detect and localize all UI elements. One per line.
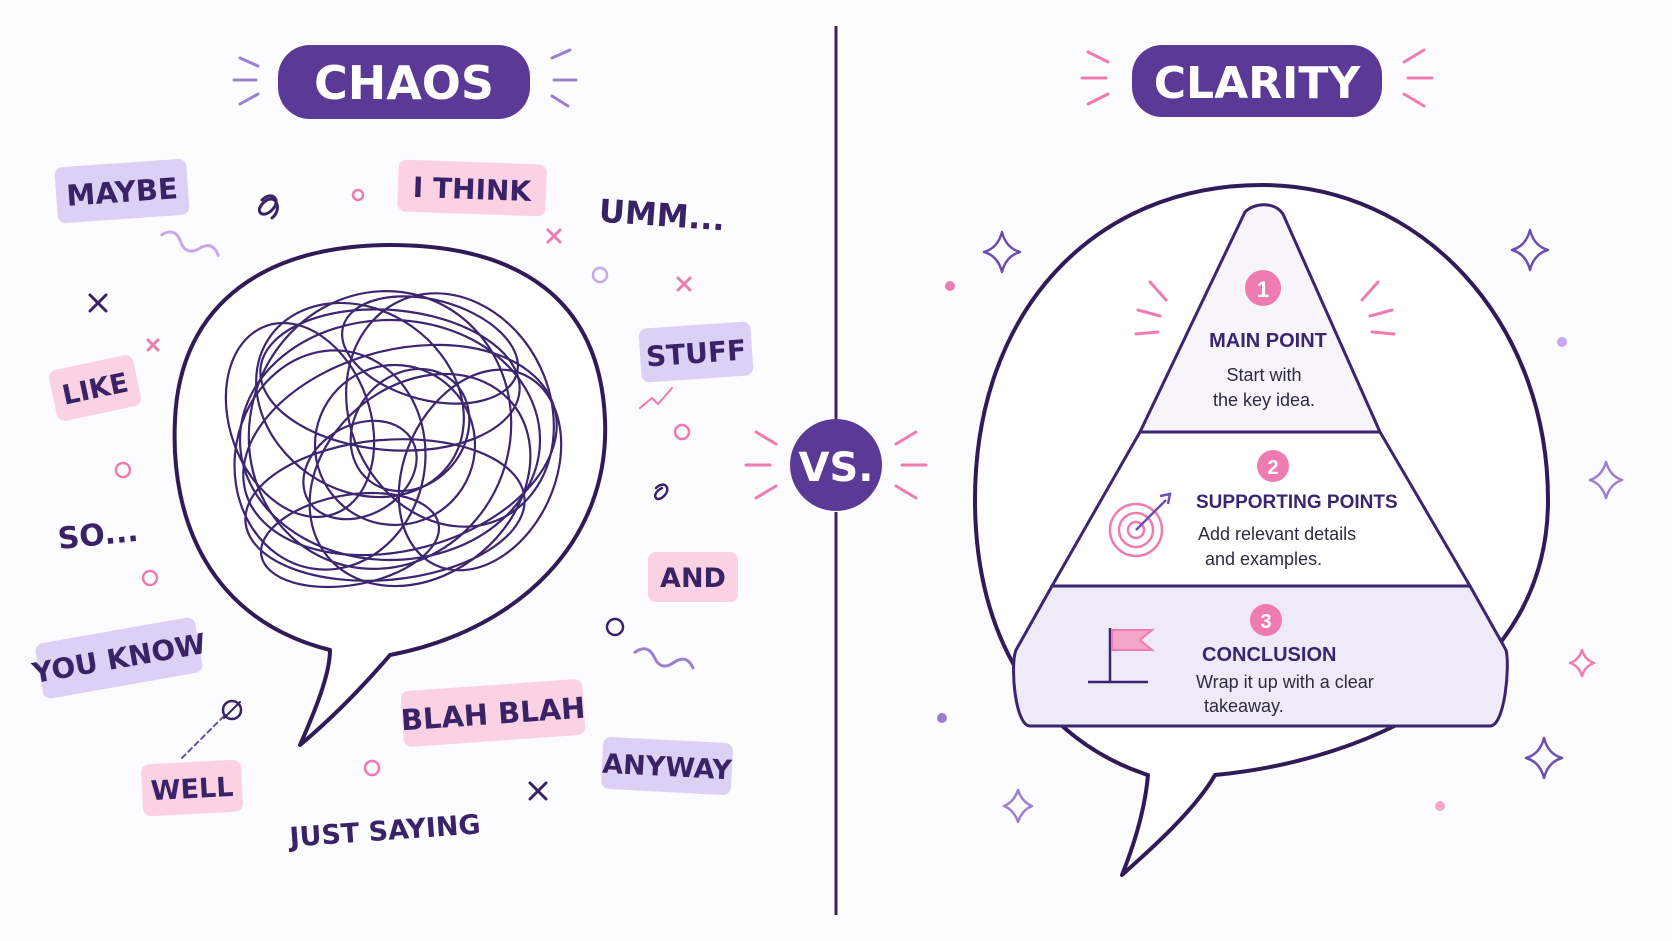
chaos-title: CHAOS: [314, 56, 494, 110]
tier-2-line-2: and examples.: [1205, 549, 1322, 569]
pyramid-tier-1: [1138, 203, 1382, 434]
vs-label: VS.: [799, 445, 874, 491]
word-i-think: I THINK: [397, 159, 547, 217]
tier-1-number: 1: [1257, 277, 1269, 302]
sparkle-icon: [1510, 228, 1550, 272]
vs-badge: VS.: [790, 419, 882, 511]
word-just-saying: JUST SAYING: [287, 809, 482, 853]
tier-1-line-1: Start with: [1226, 365, 1301, 385]
svg-text:STUFF: STUFF: [645, 334, 747, 374]
scribble-tangle: [224, 290, 563, 589]
sparkle-icon: [982, 230, 1022, 274]
pyramid-tier-3: [1012, 584, 1509, 728]
sparkle-icon: [1002, 788, 1034, 824]
target-icon: [1108, 492, 1172, 558]
clarity-title: CLARITY: [1154, 58, 1362, 109]
word-blah-blah: BLAH BLAH: [400, 679, 586, 747]
tier-3-number: 3: [1260, 611, 1271, 633]
chaos-decorations: [88, 188, 695, 801]
clarity-sparkles: [937, 228, 1624, 824]
tier-3-number-circle: [1250, 604, 1282, 636]
clarity-title-sparks: [1080, 48, 1434, 108]
tier-1-number-circle: [1245, 270, 1281, 306]
word-anyway: ANYWAY: [601, 737, 733, 795]
svg-text:AND: AND: [660, 563, 726, 594]
word-so: SO...: [56, 514, 140, 557]
vs-sparks: [744, 430, 928, 500]
tier-1-heading: MAIN POINT: [1209, 330, 1327, 352]
word-stuff: STUFF: [638, 321, 754, 383]
svg-text:MAYBE: MAYBE: [65, 171, 179, 213]
sparkle-icon: [1588, 460, 1624, 500]
clarity-title-badge: CLARITY: [1132, 45, 1382, 117]
word-and: AND: [648, 552, 738, 602]
svg-text:I THINK: I THINK: [412, 171, 533, 208]
tier-1-sparks: [1134, 280, 1396, 336]
sparkle-icon: [1524, 736, 1564, 780]
svg-text:ANYWAY: ANYWAY: [601, 749, 732, 787]
tier-2-number-circle: [1257, 450, 1289, 482]
tier-1-line-2: the key idea.: [1213, 390, 1315, 410]
tier-2-line-1: Add relevant details: [1198, 524, 1356, 544]
tier-2-heading: SUPPORTING POINTS: [1196, 492, 1398, 513]
tier-2-number: 2: [1267, 457, 1278, 479]
tier-3-content: 3 CONCLUSION Wrap it up with a clear tak…: [1088, 604, 1374, 716]
sparkle-icon: [1568, 648, 1596, 678]
chaos-title-badge: CHAOS: [278, 45, 530, 119]
tier-3-line-1: Wrap it up with a clear: [1196, 672, 1374, 692]
flag-icon: [1088, 628, 1155, 684]
tier-1-content: 1 MAIN POINT Start with the key idea.: [1134, 270, 1396, 410]
svg-text:WELL: WELL: [150, 772, 234, 807]
tier-2-content: 2 SUPPORTING POINTS Add relevant details…: [1108, 450, 1398, 569]
word-well: WELL: [141, 759, 243, 817]
word-umm: UMM...: [598, 192, 726, 239]
word-maybe: MAYBE: [54, 159, 190, 223]
word-you-know: YOU KNOW: [29, 617, 208, 699]
word-like: LIKE: [49, 355, 141, 421]
tier-3-heading: CONCLUSION: [1202, 644, 1336, 666]
chaos-title-sparks: [232, 48, 578, 108]
tier-3-line-2: takeaway.: [1204, 696, 1284, 716]
